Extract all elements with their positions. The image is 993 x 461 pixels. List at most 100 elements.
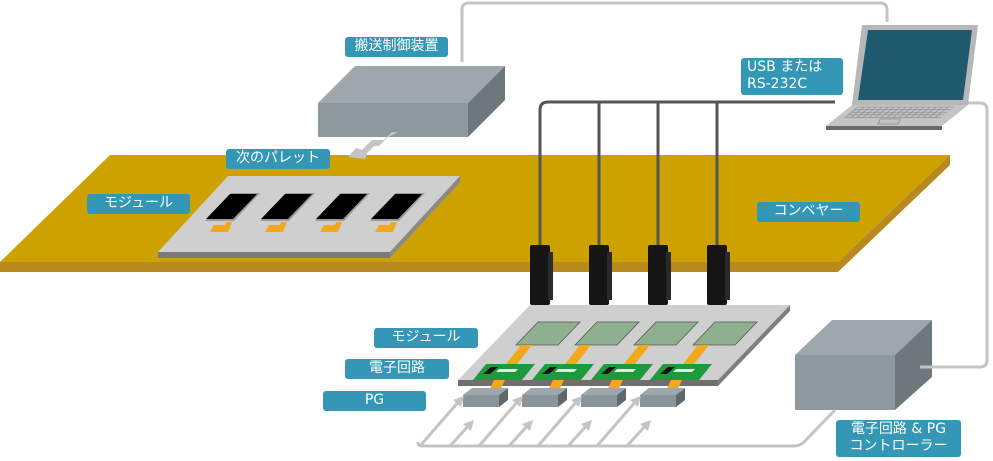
pg-arrow <box>625 420 651 448</box>
pg-top <box>581 388 626 395</box>
pg-arrow-shaft <box>625 422 649 448</box>
pg-top <box>463 388 508 395</box>
module-flex-cable <box>375 222 397 232</box>
pallet-module <box>205 193 260 232</box>
keyboard-col <box>856 106 871 118</box>
sensor-side <box>548 252 553 300</box>
pg-arrow <box>418 396 464 447</box>
keyboard-col <box>916 106 931 118</box>
pg-arrow-shaft <box>507 422 531 448</box>
pg-arrow <box>536 396 582 447</box>
pcb-chip <box>483 367 498 374</box>
label-pg: PG <box>323 391 426 411</box>
label-circuit-pg-controller: 電子回路 & PG コントローラー <box>836 420 961 457</box>
pg-top <box>640 388 685 395</box>
test-station <box>522 321 640 407</box>
pcb-connector <box>555 369 577 372</box>
pg-arrow <box>477 396 523 447</box>
sensor-side <box>666 252 671 300</box>
sensor-cable-bus <box>538 100 835 250</box>
flex-upper <box>506 345 532 364</box>
keyboard-col <box>910 106 925 118</box>
pg-arrow <box>448 420 474 448</box>
lcd-outline <box>515 321 581 346</box>
flex-upper <box>565 345 591 364</box>
test-station <box>640 321 758 407</box>
flex-upper <box>624 345 650 364</box>
next-pallet-arrow <box>348 132 398 159</box>
module-screen <box>371 194 422 219</box>
pg-arrow-head <box>512 396 523 407</box>
pallet-module <box>315 193 370 232</box>
label-usb-or-rs232c: USB または RS-232C <box>741 58 843 95</box>
transport-controller-box <box>318 66 505 137</box>
keyboard-col <box>934 106 949 118</box>
flex-upper <box>683 345 709 364</box>
label-module: モジュール <box>374 328 478 348</box>
pg-arrow <box>595 396 641 447</box>
pallet-module <box>370 193 425 232</box>
pg-arrow-head <box>581 420 592 431</box>
keyboard-col <box>874 106 889 118</box>
keyboard-col <box>892 106 907 118</box>
lcd-module <box>693 322 757 345</box>
keyboard-col <box>868 106 883 118</box>
pg-arrow-shaft <box>595 399 639 447</box>
pg-arrow-head <box>453 396 464 407</box>
lcd-module <box>516 322 580 345</box>
keyboard-col <box>850 106 865 118</box>
label-conveyor: コンベヤー <box>757 202 860 222</box>
sensor-body <box>530 245 550 305</box>
label-controller-line2: コントローラー <box>849 438 948 454</box>
pg-arrow-head <box>630 396 641 407</box>
lcd-outline <box>574 321 640 346</box>
module-flex-cable <box>320 222 342 232</box>
pg-arrow-shaft <box>536 399 580 447</box>
pcb-chip <box>660 367 675 374</box>
pg-arrow-head <box>571 396 582 407</box>
lcd-outline <box>692 321 758 346</box>
lcd-outline <box>633 321 699 346</box>
label-module-on-pallet: モジュール <box>87 194 190 214</box>
keyboard-col <box>928 106 943 118</box>
pcb-connector <box>496 369 518 372</box>
label-usb-line: USB または <box>747 59 823 75</box>
pg-arrow-shaft <box>566 422 590 448</box>
lcd-module <box>634 322 698 345</box>
test-station <box>463 321 581 407</box>
pg-front <box>640 395 676 407</box>
keyboard-col <box>886 106 901 118</box>
module-screen <box>206 194 257 219</box>
pg-front <box>463 395 499 407</box>
lcd-module <box>575 322 639 345</box>
module-flex-cable <box>265 222 287 232</box>
label-circuit: 電子回路 <box>345 359 449 379</box>
pg-top <box>522 388 567 395</box>
sensor-side <box>607 252 612 300</box>
pg-arrow-head <box>463 420 474 431</box>
keyboard-col <box>844 106 859 118</box>
pg-side <box>499 388 508 407</box>
keyboard-col <box>898 106 913 118</box>
pg-arrow-head <box>522 420 533 431</box>
pg-arrow <box>507 420 533 448</box>
module-flex-cable <box>210 222 232 232</box>
pg-front <box>522 395 558 407</box>
label-controller-line1: 電子回路 & PG <box>850 421 947 437</box>
pcb-connector <box>673 369 695 372</box>
pg-arrow <box>566 420 592 448</box>
pg-front <box>581 395 617 407</box>
pcb-connector <box>614 369 636 372</box>
label-rs232c-line: RS-232C <box>747 76 808 92</box>
pg-arrow-shaft <box>477 399 521 447</box>
pg-side <box>617 388 626 407</box>
label-next-pallet: 次のパレット <box>226 149 330 169</box>
label-transport-controller: 搬送制御装置 <box>345 37 448 57</box>
pcb-chip <box>542 367 557 374</box>
pg-side <box>558 388 567 407</box>
pg-side <box>676 388 685 407</box>
sensor-body <box>707 245 727 305</box>
sensor-body <box>589 245 609 305</box>
pallet-module <box>260 193 315 232</box>
